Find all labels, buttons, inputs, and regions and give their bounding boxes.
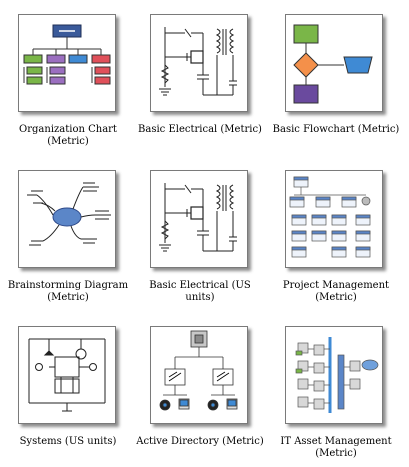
template-label: Active Directory (Metric) [136, 436, 264, 447]
project-management-icon [285, 170, 383, 268]
template-label: Systems (US units) [19, 436, 117, 447]
basic-electrical-icon [150, 14, 248, 112]
organization-chart-icon [18, 14, 116, 112]
template-label: Basic Flowchart (Metric) [272, 124, 400, 135]
basic-electrical-icon [150, 170, 248, 268]
systems-diagram-icon [18, 326, 116, 424]
template-label: Basic Electrical (Metric) [138, 124, 262, 135]
basic-flowchart-icon [285, 14, 383, 112]
active-directory-icon [150, 326, 248, 424]
template-label: IT Asset Management (Metric) [280, 436, 392, 459]
template-label: Project Management (Metric) [282, 280, 390, 303]
brainstorming-diagram-icon [18, 170, 116, 268]
template-label: Brainstorming Diagram (Metric) [7, 280, 129, 303]
template-label: Organization Chart (Metric) [19, 124, 117, 147]
template-label: Basic Electrical (US units) [149, 280, 251, 303]
it-asset-management-icon [285, 326, 383, 424]
